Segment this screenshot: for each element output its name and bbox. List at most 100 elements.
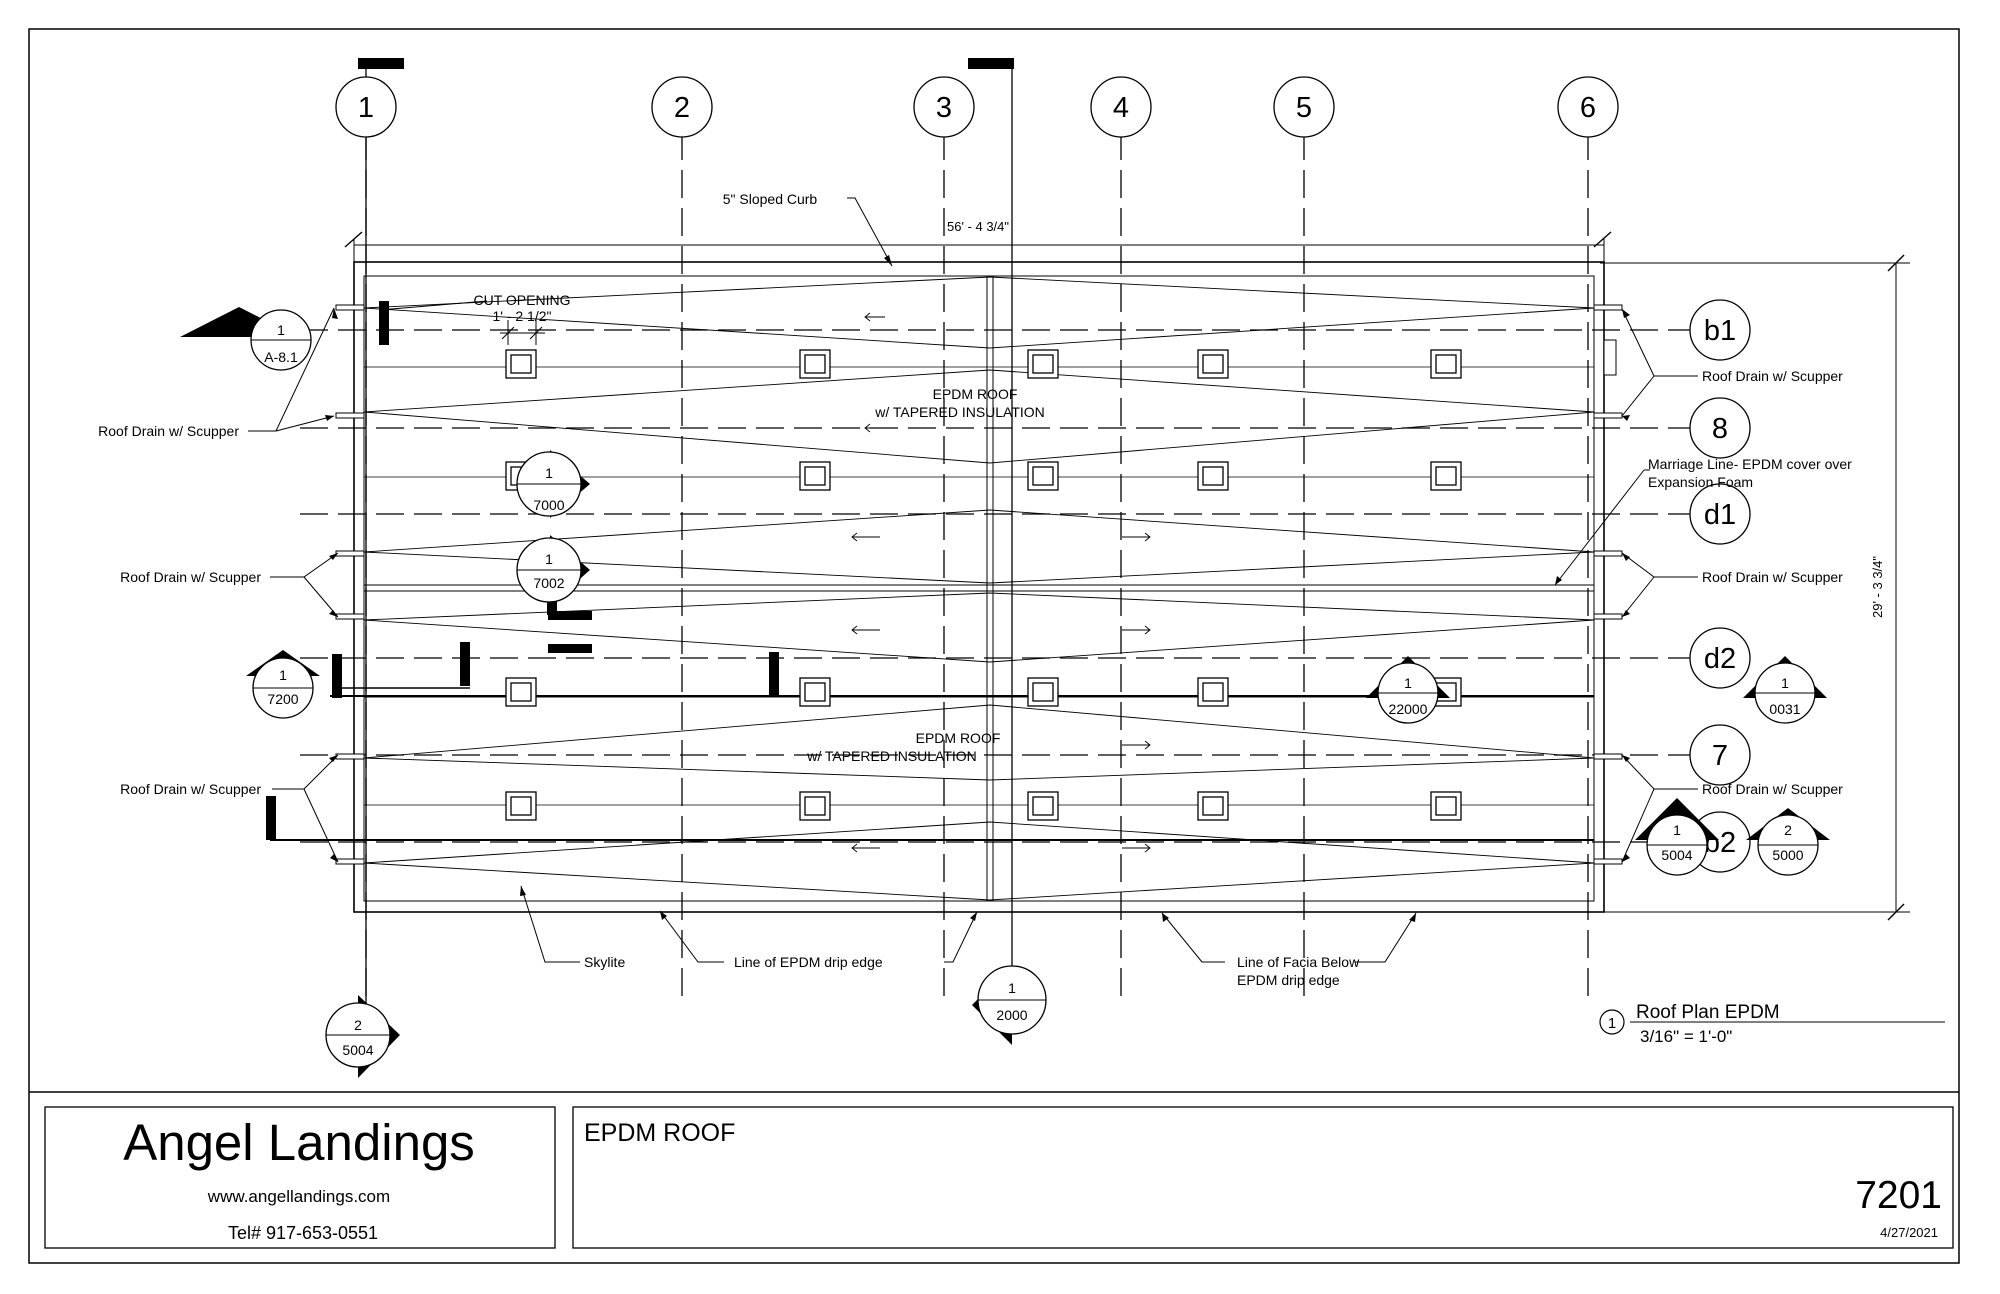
section-mark-number: 1 [279, 667, 287, 683]
section-mark-number: 1 [1404, 675, 1412, 691]
company-website: www.angellandings.com [207, 1187, 390, 1206]
note-epdm-drip-edge: Line of EPDM drip edge [734, 954, 883, 970]
grid-column-bubbles: 1 2 3 4 5 6 [335, 76, 1619, 138]
section-cut-tick [358, 58, 404, 69]
note-roof-drain-right-3: Roof Drain w/ Scupper [1702, 781, 1843, 797]
skylight [1197, 791, 1229, 821]
section-mark-number: 1 [545, 551, 553, 567]
grid-row-bubbles: b1 8 d1 d2 7 b2 [1689, 299, 1751, 873]
skylight [1027, 791, 1059, 821]
section-mark-number: 2 [354, 1017, 362, 1033]
note-sloped-curb: 5" Sloped Curb [723, 191, 818, 207]
skylight [1197, 677, 1229, 707]
skylight [1430, 791, 1462, 821]
note-marriage-line-1: Marriage Line- EPDM cover over [1648, 456, 1852, 472]
skylights [505, 349, 1462, 821]
view-title: 1 Roof Plan EPDM 3/16" = 1'-0" [1599, 1002, 1945, 1046]
grid-bubble-label: 1 [358, 92, 374, 124]
grid-bubble-d1: d1 [1689, 483, 1751, 545]
dimension-width: 56' - 4 3/4" [947, 219, 1009, 234]
skylight [799, 349, 831, 379]
leader-arrowheads [325, 255, 1630, 922]
section-mark-sheet: 2000 [996, 1007, 1027, 1023]
company-box [44, 1106, 556, 1249]
grid-bubble-label: b1 [1704, 315, 1736, 347]
skylight [799, 791, 831, 821]
roof-outline [270, 231, 1910, 921]
skylight [1430, 349, 1462, 379]
grid-bubble-7: 7 [1689, 724, 1751, 786]
note-roof-drain-left-1: Roof Drain w/ Scupper [98, 423, 239, 439]
section-mark-sheet: 7000 [533, 497, 564, 513]
section-marks: 1 A-8.1 1 7000 1 7002 1 7200 [180, 307, 1830, 1078]
sheet-number: 7201 [1855, 1174, 1942, 1217]
section-mark-sheet: 22000 [1389, 701, 1428, 717]
section-mark-0031: 1 0031 [1743, 656, 1827, 724]
section-mark-sheet: 7002 [533, 575, 564, 591]
grid-bubble-5: 5 [1273, 76, 1335, 138]
section-mark-number: 2 [1784, 822, 1792, 838]
note-cut-opening-dim: 1' - 2 1/2" [492, 308, 551, 324]
grid-bubble-label: d1 [1704, 499, 1736, 531]
grid-bubble-3: 3 [913, 76, 975, 138]
section-mark-a81: 1 A-8.1 [180, 307, 312, 371]
note-cut-opening: CUT OPENING [474, 292, 571, 308]
company-phone: Tel# 917-653-0551 [228, 1223, 378, 1243]
section-mark-number: 1 [1008, 980, 1016, 996]
grid-bubble-8: 8 [1689, 397, 1751, 459]
company-name: Angel Landings [123, 1114, 475, 1171]
grid-bubble-label: 6 [1580, 92, 1596, 124]
section-mark-sheet: 5004 [342, 1042, 373, 1058]
note-facia-below-1: Line of Facia Below [1237, 954, 1360, 970]
section-cut-tick [968, 58, 1014, 69]
grid-bubble-d2: d2 [1689, 627, 1751, 689]
grid-bubble-label: 8 [1712, 413, 1728, 445]
skylight [505, 791, 537, 821]
grid-bubble-label: 4 [1113, 92, 1129, 124]
section-mark-7002: 1 7002 [516, 535, 590, 605]
slope-arrows [851, 312, 1151, 853]
section-mark-number: 1 [1673, 822, 1681, 838]
note-epdm-roof-1: EPDM ROOF [933, 386, 1018, 402]
roof-drains [335, 304, 1623, 865]
section-mark-sheet: A-8.1 [264, 349, 298, 365]
section-mark-5000: 2 5000 [1746, 808, 1830, 876]
grid-bubble-label: 3 [936, 92, 952, 124]
skylight [799, 677, 831, 707]
section-mark-7000: 1 7000 [516, 450, 590, 518]
grid-bubble-4: 4 [1090, 76, 1152, 138]
cut-opening-dimension [500, 320, 545, 345]
skylight [1027, 349, 1059, 379]
grid-row-lines [300, 329, 1690, 843]
skylight [1430, 461, 1462, 491]
grid-bubble-2: 2 [651, 76, 713, 138]
skylight [799, 461, 831, 491]
grid-bubble-label: 2 [674, 92, 690, 124]
grid-bubble-1: 1 [335, 76, 397, 138]
section-mark-5004-bottom: 2 5004 [325, 995, 400, 1078]
view-title-scale: 3/16" = 1'-0" [1640, 1027, 1732, 1046]
note-roof-drain-right-1: Roof Drain w/ Scupper [1702, 368, 1843, 384]
sheet-date: 4/27/2021 [1880, 1225, 1938, 1240]
skylight [505, 349, 537, 379]
section-mark-5004: 1 5004 [1635, 798, 1719, 876]
dimension-height: 29' - 3 3/4" [1870, 556, 1885, 618]
sheet-info-box [572, 1106, 1954, 1249]
grid-bubble-b1: b1 [1689, 299, 1751, 361]
note-tapered-insulation-2: w/ TAPERED INSULATION [806, 748, 977, 764]
note-skylite: Skylite [584, 954, 625, 970]
grid-bubble-label: 7 [1712, 740, 1728, 772]
note-epdm-roof-2: EPDM ROOF [916, 730, 1001, 746]
sheet-title: EPDM ROOF [584, 1119, 735, 1147]
section-mark-sheet: 5004 [1661, 847, 1692, 863]
skylight [1027, 461, 1059, 491]
leader-lines [248, 197, 1698, 963]
note-marriage-line-2: Expansion Foam [1648, 474, 1753, 490]
note-tapered-insulation-1: w/ TAPERED INSULATION [874, 404, 1045, 420]
section-mark-sheet: 7200 [267, 691, 298, 707]
skylight [1027, 677, 1059, 707]
section-mark-sheet: 0031 [1769, 701, 1800, 717]
section-mark-number: 1 [545, 465, 553, 481]
grid-bubble-label: 5 [1296, 92, 1312, 124]
